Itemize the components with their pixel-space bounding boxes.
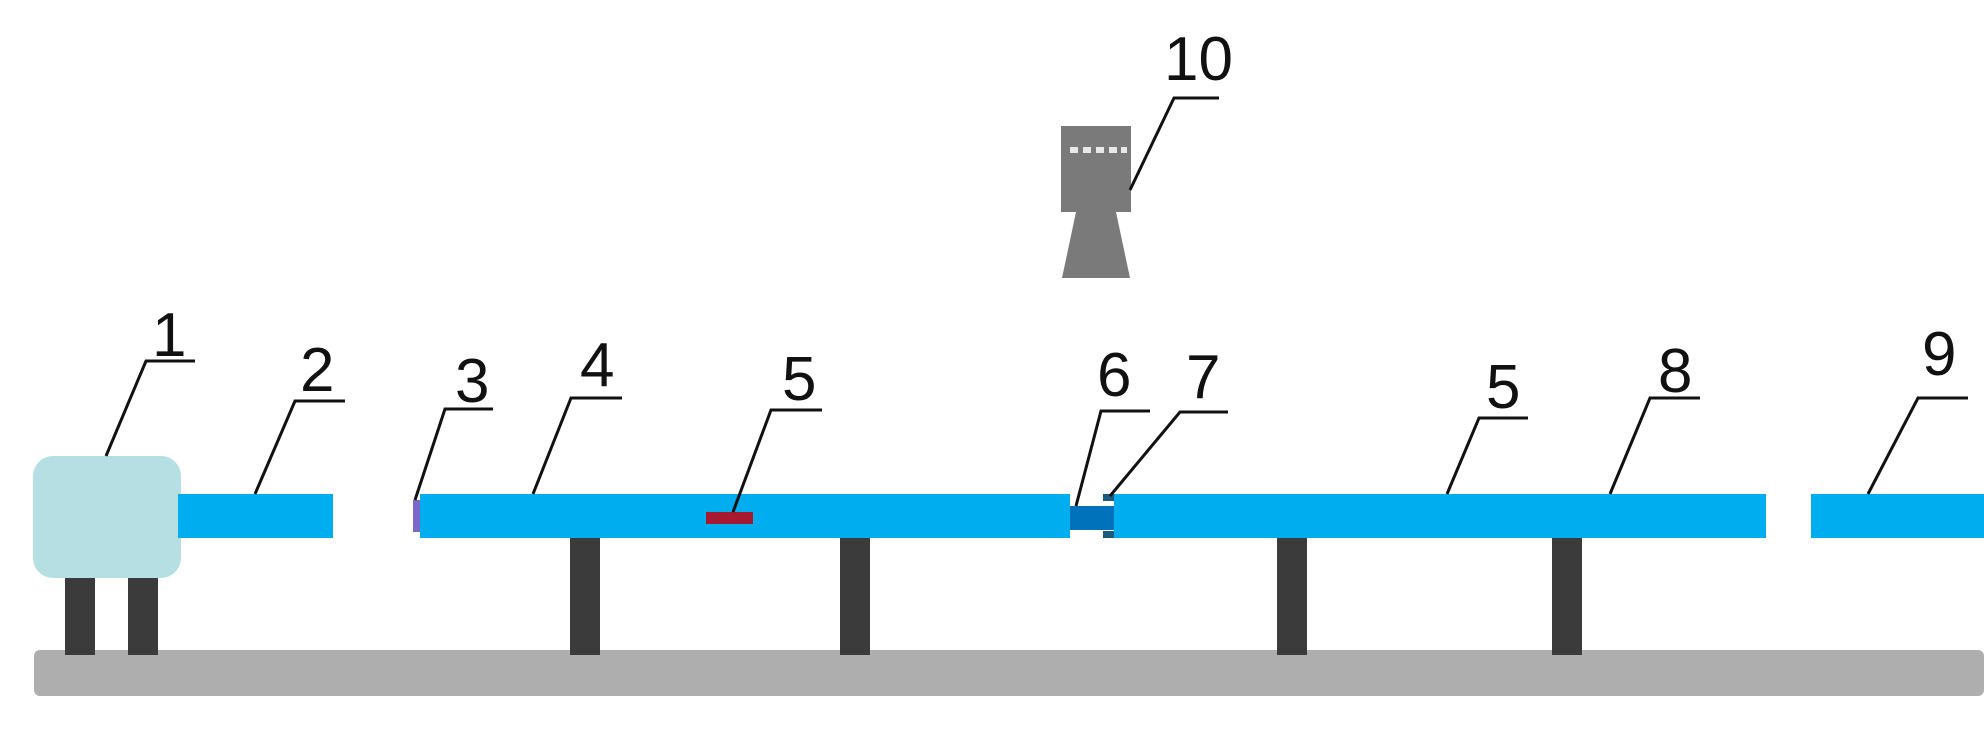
flange-7-bottom — [1103, 531, 1117, 538]
support-leg — [1552, 538, 1582, 655]
support-leg — [1277, 538, 1307, 655]
tube-2 — [178, 494, 333, 538]
support-leg — [570, 538, 600, 655]
label-9: 9 — [1922, 320, 1956, 389]
label-8: 8 — [1658, 337, 1692, 406]
label-5a: 5 — [782, 345, 816, 414]
marker-5 — [706, 512, 753, 524]
leader-line-1 — [104, 359, 195, 457]
leader-line-9 — [1866, 396, 1968, 495]
label-2: 2 — [300, 336, 334, 405]
base-plate — [34, 650, 1984, 696]
camera-icon — [1061, 126, 1131, 278]
label-7: 7 — [1186, 343, 1220, 412]
leader-line-3 — [413, 407, 493, 501]
label-6: 6 — [1097, 341, 1131, 410]
end-cap-3 — [413, 500, 421, 532]
leader-line-8 — [1608, 396, 1700, 495]
leader-line-6 — [1074, 409, 1150, 507]
label-3: 3 — [455, 347, 489, 416]
source-box — [33, 456, 181, 578]
leader-line-4 — [531, 396, 622, 495]
support-leg — [840, 538, 870, 655]
label-4: 4 — [580, 331, 614, 400]
camera-lens — [1062, 212, 1130, 278]
supports — [65, 538, 1582, 655]
label-1: 1 — [152, 301, 186, 370]
leader-line-7 — [1108, 410, 1228, 497]
label-10: 10 — [1164, 25, 1233, 94]
camera-body — [1061, 126, 1131, 212]
leader-line-5b — [1445, 416, 1528, 495]
leader-lines — [104, 96, 1968, 513]
label-5b: 5 — [1486, 353, 1520, 422]
leader-line-5a — [731, 408, 822, 513]
flange-7-top — [1103, 494, 1117, 501]
tube-8 — [1114, 494, 1766, 538]
connector-6 — [1070, 506, 1114, 530]
tube-9 — [1811, 494, 1984, 538]
leader-line-10 — [1128, 96, 1219, 191]
support-leg — [128, 575, 158, 655]
leader-line-2 — [253, 399, 345, 495]
camera-indicator-dots — [1070, 147, 1127, 153]
support-leg — [65, 575, 95, 655]
